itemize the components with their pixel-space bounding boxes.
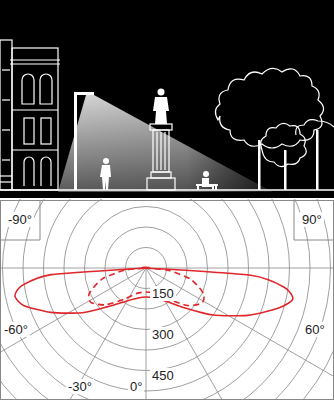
drawing-part	[146, 268, 334, 400]
drawing-part	[41, 157, 51, 186]
drawing-part	[0, 268, 146, 400]
drawing-part	[0, 40, 60, 190]
drawing-part	[24, 118, 34, 144]
drawing-part	[158, 89, 165, 96]
angle-label: -60°	[2, 322, 30, 337]
drawing-part	[0, 0, 334, 198]
drawing-part	[196, 171, 218, 190]
drawing-part	[0, 268, 146, 400]
drawing-part	[147, 124, 175, 190]
drawing-part	[74, 92, 77, 190]
drawing-part	[2, 69, 10, 70]
drawing-part	[160, 132, 161, 170]
drawing-part	[40, 200, 41, 240]
drawing-part	[146, 268, 147, 400]
angle-label: 60°	[303, 322, 327, 337]
drawing-part	[10, 59, 60, 60]
drawing-part	[153, 97, 169, 124]
drawing-part	[0, 199, 334, 400]
drawing-part	[0, 268, 146, 269]
drawing-part	[284, 150, 287, 190]
drawing-part	[0, 189, 334, 191]
drawing-part	[203, 171, 209, 177]
drawing-part	[147, 178, 175, 190]
drawing-part	[258, 130, 319, 190]
drawing-part	[58, 95, 272, 192]
drawing-part	[258, 140, 261, 190]
drawing-part	[10, 63, 60, 64]
intensity-label: 450	[150, 368, 176, 383]
street-scene	[0, 0, 334, 198]
drawing-part	[15, 267, 293, 315]
drawing-part	[150, 124, 172, 130]
drawing-part	[156, 132, 157, 170]
angle-label: 0°	[128, 379, 144, 394]
angle-label: -30°	[66, 379, 94, 394]
drawing-part	[153, 130, 169, 172]
drawing-part	[2, 129, 10, 130]
drawing-part	[294, 240, 334, 241]
drawing-part	[2, 159, 10, 160]
intensity-label: 150	[150, 286, 176, 301]
drawing-part	[100, 158, 111, 190]
drawing-part	[74, 92, 94, 95]
drawing-part	[12, 149, 58, 150]
intensity-curves	[15, 267, 293, 315]
drawing-part	[100, 165, 111, 190]
drawing-part	[103, 158, 109, 164]
drawing-part	[0, 40, 12, 190]
drawing-part	[12, 109, 58, 110]
drawing-part	[24, 157, 34, 186]
drawing-part	[316, 130, 319, 190]
drawing-part	[41, 118, 51, 144]
drawing-part	[196, 184, 218, 186]
drawing-part	[146, 268, 334, 269]
drawing-part	[0, 199, 310, 400]
drawing-part	[89, 268, 204, 306]
drawing-part	[0, 175, 12, 176]
angle-label: -90°	[6, 212, 34, 227]
drawing-part	[0, 181, 12, 182]
drawing-part	[215, 68, 323, 148]
polar-grid	[0, 199, 334, 400]
drawing-part	[58, 95, 272, 192]
drawing-part	[261, 123, 307, 166]
drawing-part	[294, 200, 295, 240]
drawing-part	[0, 199, 331, 400]
drawing-part	[0, 240, 40, 241]
drawing-part	[151, 172, 171, 178]
drawing-part	[22, 74, 34, 104]
drawing-part	[40, 74, 52, 104]
drawing-part	[2, 99, 10, 100]
drawing-part	[164, 132, 165, 170]
drawing-part	[296, 120, 334, 135]
drawing-part	[12, 48, 58, 190]
drawing-part	[153, 89, 169, 125]
intensity-label: 300	[150, 327, 176, 342]
drawing-part	[146, 268, 334, 400]
angle-label: 90°	[300, 212, 324, 227]
